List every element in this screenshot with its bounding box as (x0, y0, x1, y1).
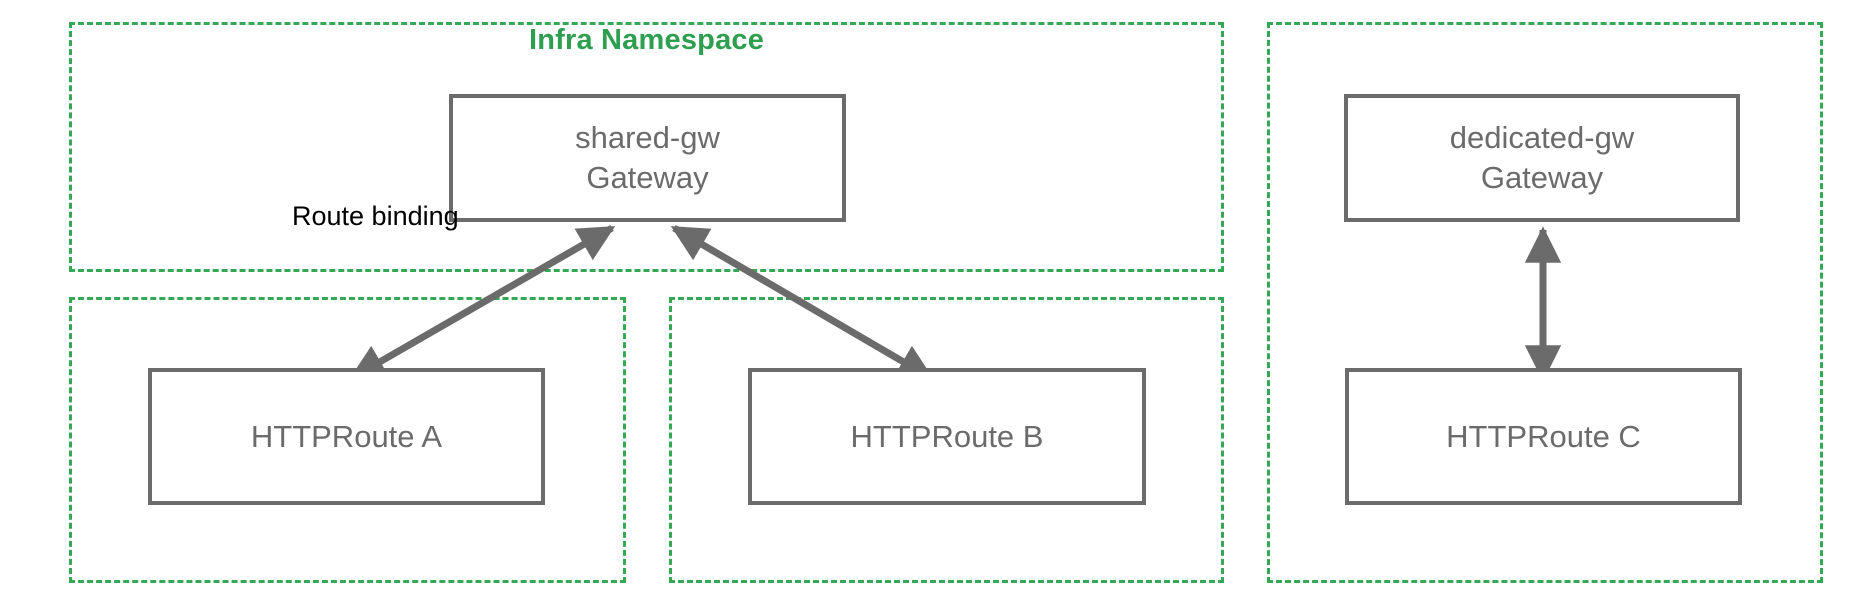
namespace-container-infra (69, 22, 1224, 272)
namespace-container-a (69, 297, 626, 583)
resource-box-httproute-a[interactable]: HTTPRoute A (148, 368, 545, 505)
namespace-label-infra: Infra Namespace (528, 24, 765, 56)
resource-box-shared-gw[interactable]: shared-gw Gateway (449, 94, 846, 222)
resource-box-httproute-c[interactable]: HTTPRoute C (1345, 368, 1742, 505)
namespace-container-b (669, 297, 1224, 583)
resource-box-dedicated-gw[interactable]: dedicated-gw Gateway (1344, 94, 1740, 222)
edge-label-route-binding: Route binding (292, 201, 459, 231)
resource-box-httproute-b[interactable]: HTTPRoute B (748, 368, 1146, 505)
namespace-container-c (1267, 22, 1823, 583)
